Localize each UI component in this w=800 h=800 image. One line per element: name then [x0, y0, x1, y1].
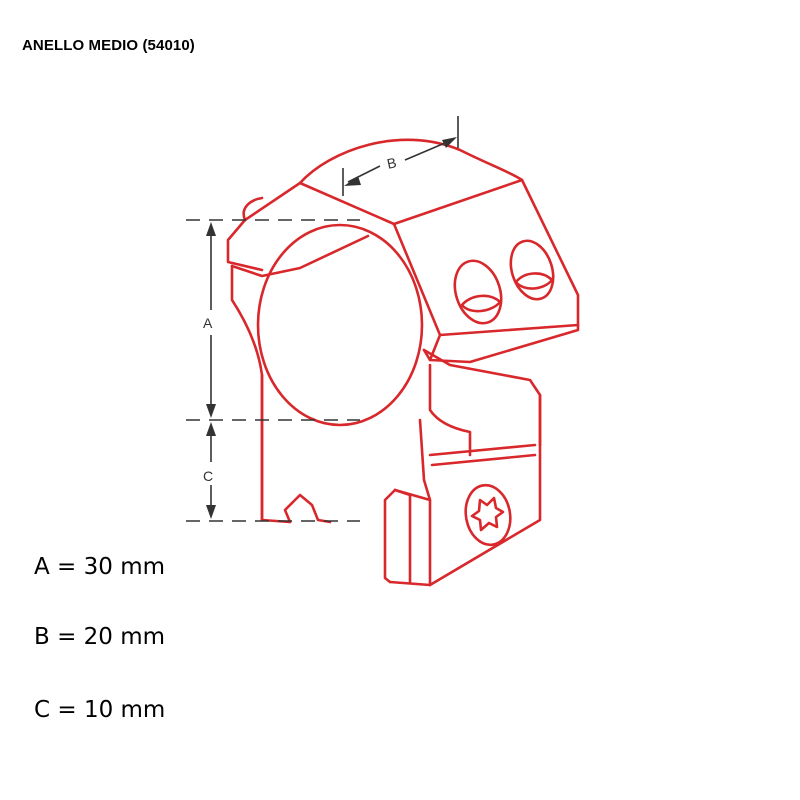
label-c: C: [203, 468, 213, 484]
ring-outline: [226, 138, 580, 587]
dimension-arrowheads: [206, 137, 457, 519]
label-a: A: [203, 315, 213, 331]
dimension-c-text: C = 10 mm: [34, 697, 166, 723]
dimension-a-text: A = 30 mm: [34, 554, 166, 580]
dimension-b-text: B = 20 mm: [34, 624, 166, 650]
label-b: B: [385, 154, 397, 172]
dimension-lines: [186, 116, 459, 522]
page-title: ANELLO MEDIO (54010): [22, 37, 195, 54]
